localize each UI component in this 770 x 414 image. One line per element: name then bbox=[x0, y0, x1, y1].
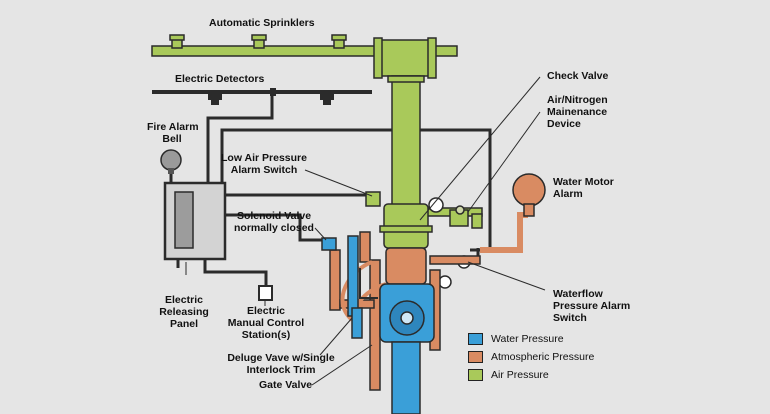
label-deluge-valve: Deluge Vave w/Single Interlock Trim bbox=[227, 352, 335, 376]
air-riser bbox=[391, 75, 421, 207]
detector-3-head bbox=[323, 99, 331, 105]
electric-detectors bbox=[208, 88, 334, 105]
label-low-air-pressure-switch: Low Air Pressure Alarm Switch bbox=[221, 152, 307, 176]
legend-label-water: Water Pressure bbox=[491, 333, 564, 345]
riser-flange-right bbox=[427, 37, 437, 79]
leader-air-device bbox=[467, 111, 541, 213]
riser-top-tee bbox=[377, 39, 433, 77]
panel-manual-wire bbox=[203, 258, 268, 288]
panel-window bbox=[174, 191, 194, 249]
intermediate-chamber bbox=[385, 247, 427, 285]
legend-swatch-atmospheric bbox=[468, 351, 483, 363]
solenoid-valve bbox=[321, 237, 337, 251]
leader-check-valve bbox=[419, 76, 541, 221]
label-check-valve: Check Valve bbox=[547, 70, 609, 82]
riser-collar bbox=[387, 75, 425, 83]
fire-alarm-bell bbox=[160, 149, 182, 174]
detector-3 bbox=[320, 92, 334, 100]
label-electric-manual-control: Electric Manual Control Station(s) bbox=[227, 305, 305, 341]
legend-item-water: Water Pressure bbox=[468, 333, 564, 345]
label-electric-detectors: Electric Detectors bbox=[175, 73, 265, 85]
air-nitrogen-device bbox=[449, 205, 483, 229]
solenoid-drop bbox=[329, 249, 341, 311]
legend-swatch-air bbox=[468, 369, 483, 381]
trim-line bbox=[429, 255, 481, 265]
trim-outline bbox=[359, 268, 378, 299]
legend-label-atmospheric: Atmospheric Pressure bbox=[491, 351, 595, 363]
leader-waterflow bbox=[467, 261, 546, 291]
water-motor-line bbox=[480, 212, 528, 253]
bell-dome bbox=[160, 149, 182, 171]
panel-detector-wire bbox=[206, 92, 274, 182]
panel-solenoid-wire bbox=[222, 213, 330, 242]
leader-solenoid bbox=[314, 227, 327, 241]
sprinkler-piping bbox=[151, 34, 483, 249]
electrical-wiring bbox=[152, 90, 492, 288]
sprinkler-head-2-cap bbox=[251, 34, 267, 41]
legend-swatch-water bbox=[468, 333, 483, 345]
air-device-valve bbox=[471, 213, 483, 229]
leader-gate-valve bbox=[311, 344, 373, 386]
check-valve-flange bbox=[379, 225, 433, 233]
trim-outline-1 bbox=[359, 268, 378, 299]
water-motor-neck bbox=[523, 203, 535, 217]
detector-1-head bbox=[211, 99, 219, 105]
bell-mount bbox=[168, 168, 174, 174]
trim-riser bbox=[359, 231, 371, 263]
trim-water-drop bbox=[351, 307, 363, 339]
water-supply-pipe bbox=[391, 341, 421, 414]
label-electric-releasing-panel: Electric Releasing Panel bbox=[159, 294, 209, 330]
electric-releasing-panel bbox=[163, 181, 227, 261]
sprinkler-head-3-cap bbox=[331, 34, 347, 41]
panel-box bbox=[163, 181, 227, 261]
detector-2 bbox=[270, 88, 276, 96]
legend-item-air: Air Pressure bbox=[468, 369, 549, 381]
label-air-nitrogen-device: Air/Nitrogen Mainenance Device bbox=[547, 94, 608, 130]
trim-gauge-2 bbox=[438, 275, 452, 289]
air-gauge bbox=[428, 197, 444, 213]
drain-pipe-left bbox=[369, 259, 381, 391]
deluge-valve-hub bbox=[400, 311, 414, 325]
label-gate-valve: Gate Valve bbox=[259, 379, 313, 391]
riser-flange-left bbox=[373, 37, 383, 79]
water-motor-alarm bbox=[512, 173, 546, 207]
air-device-knob bbox=[455, 205, 465, 215]
leader-lines bbox=[185, 76, 546, 386]
manual-control-station bbox=[258, 285, 273, 301]
label-solenoid-valve: Solenoid Valve normally closed bbox=[234, 210, 314, 234]
legend-item-atmospheric: Atmospheric Pressure bbox=[468, 351, 594, 363]
sprinkler-main-pipe bbox=[151, 45, 458, 57]
leader-deluge bbox=[319, 317, 353, 356]
label-waterflow-pressure-switch: Waterflow Pressure Alarm Switch bbox=[553, 288, 631, 324]
sprinkler-head-1-cap bbox=[169, 34, 185, 41]
trim-water-line bbox=[347, 235, 359, 317]
label-fire-alarm-bell: Fire Alarm Bell bbox=[147, 121, 199, 145]
water-piping bbox=[321, 235, 435, 414]
detector-1 bbox=[208, 92, 222, 100]
legend-label-air: Air Pressure bbox=[491, 369, 549, 381]
label-water-motor-alarm: Water Motor Alarm bbox=[553, 176, 614, 200]
label-automatic-sprinklers: Automatic Sprinklers bbox=[209, 17, 315, 29]
hose-1 bbox=[340, 260, 373, 322]
leader-low-air bbox=[304, 169, 373, 197]
